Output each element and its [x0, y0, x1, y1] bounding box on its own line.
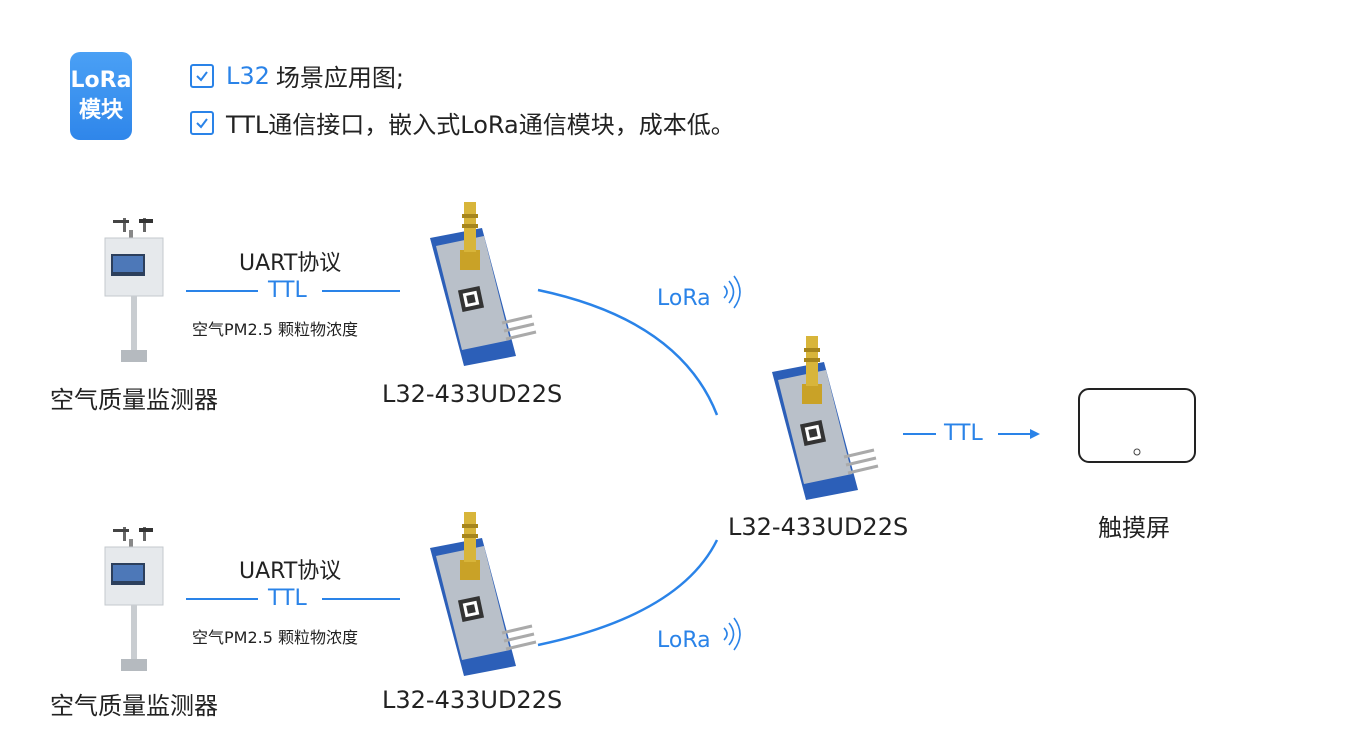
- air-quality-monitor-image: [104, 217, 164, 363]
- signal-icon: [723, 617, 741, 651]
- output-ttl-label: TTL: [944, 421, 983, 446]
- lora-module-badge: LoRa 模块: [70, 52, 132, 140]
- payload-label: 空气PM2.5 颗粒物浓度: [192, 320, 358, 339]
- checkbox-icon: [190, 110, 214, 135]
- lora-link-arc: [537, 288, 719, 416]
- checkbox-icon: [190, 63, 214, 88]
- checklist-item-1: L32 场景应用图;: [190, 58, 404, 93]
- arrow-head-icon: [1030, 429, 1040, 439]
- payload-label: 空气PM2.5 颗粒物浓度: [192, 628, 358, 647]
- module-label: L32-433UD22S: [728, 513, 909, 541]
- checklist-item-2: TTL通信接口，嵌入式LoRa通信模块，成本低。: [190, 105, 735, 140]
- monitor-label: 空气质量监测器: [50, 386, 218, 414]
- lora-label: LoRa: [657, 286, 711, 311]
- home-button-icon: [1133, 448, 1141, 456]
- protocol-label: UART协议: [239, 559, 342, 584]
- checklist-highlight: L32: [226, 61, 270, 90]
- checklist-text: TTL通信接口，嵌入式LoRa通信模块，成本低。: [226, 111, 735, 139]
- lora-module-image: [770, 334, 880, 502]
- signal-icon: [723, 275, 741, 309]
- module-label: L32-433UD22S: [382, 380, 563, 408]
- ttl-label: TTL: [268, 278, 307, 303]
- monitor-label: 空气质量监测器: [50, 692, 218, 720]
- lora-module-image: [428, 510, 538, 678]
- lora-link-arc: [537, 539, 719, 647]
- badge-line-1: LoRa: [70, 68, 132, 93]
- checklist-text: 场景应用图;: [275, 64, 405, 92]
- lora-label: LoRa: [657, 628, 711, 653]
- protocol-label: UART协议: [239, 251, 342, 276]
- air-quality-monitor-image: [104, 526, 164, 672]
- ttl-label: TTL: [268, 586, 307, 611]
- touch-screen-device: [1078, 388, 1196, 463]
- badge-line-2: 模块: [78, 98, 123, 123]
- touch-screen-label: 触摸屏: [1098, 514, 1170, 542]
- lora-module-image: [428, 200, 538, 368]
- module-label: L32-433UD22S: [382, 686, 563, 714]
